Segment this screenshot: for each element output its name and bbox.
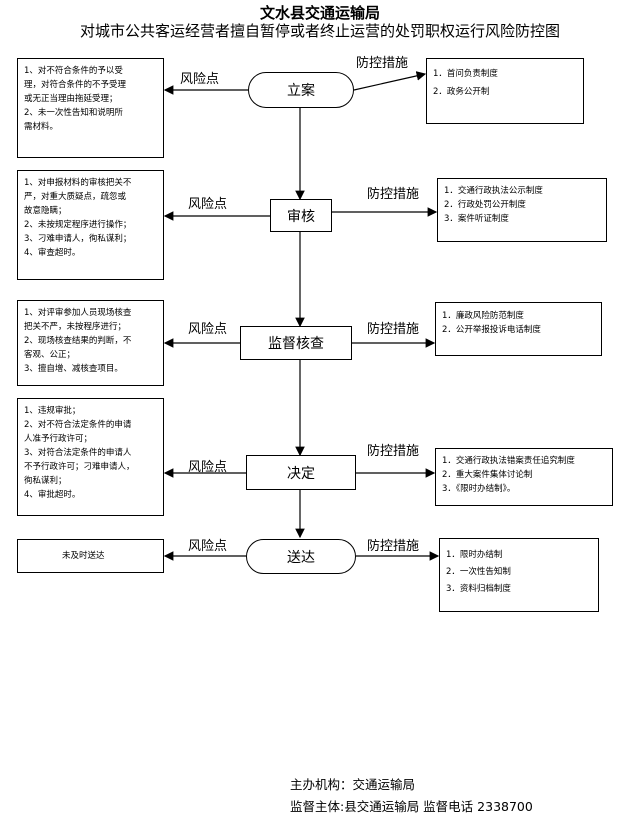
risk-label: 风险点 bbox=[180, 72, 220, 87]
risk-line: 2、对不符合法定条件的申请 bbox=[24, 420, 132, 430]
control-label: 防控措施 bbox=[356, 56, 409, 71]
risk-line: 不予行政许可；刁难申请人， bbox=[24, 462, 135, 472]
page-subtitle: 对城市公共客运经营者擅自暂停或者终止运营的处罚职权运行风险防控图 bbox=[79, 22, 560, 40]
control-line: 1．交通行政执法公示制度 bbox=[444, 186, 543, 196]
step-node-filing: 立案 bbox=[248, 72, 354, 108]
risk-box-inspection: 1、对评审参加人员现场核查 把关不严，未按程序进行； 2、现场核查结果的判断，不… bbox=[17, 300, 164, 386]
step-node-decision: 决定 bbox=[246, 455, 356, 490]
risk-line: 1、对评审参加人员现场核查 bbox=[24, 308, 132, 318]
risk-line: 未及时送达 bbox=[62, 551, 105, 561]
risk-line: 3、对符合法定条件的申请人 bbox=[24, 448, 132, 458]
risk-line: 2、未按规定程序进行操作； bbox=[24, 220, 132, 230]
risk-label: 风险点 bbox=[188, 197, 228, 212]
control-line: 2．政务公开制 bbox=[433, 87, 490, 97]
control-line: 1．交通行政执法错案责任追究制度 bbox=[442, 456, 575, 466]
risk-line: 或无正当理由拖延受理； bbox=[24, 94, 118, 104]
risk-label: 风险点 bbox=[188, 460, 228, 475]
risk-box-review: 1、对申报材料的审核把关不 严，对重大质疑点，疏忽或 故意隐瞒； 2、未按规定程… bbox=[17, 170, 164, 280]
control-box-inspection: 1．廉政风险防范制度 2．公开举报投诉电话制度 bbox=[435, 302, 602, 356]
control-label: 防控措施 bbox=[367, 539, 420, 554]
control-box-review: 1．交通行政执法公示制度 2．行政处罚公开制度 3．案件听证制度 bbox=[437, 178, 607, 242]
footer-supervisor: 监督主体:县交通运输局 监督电话 2338700 bbox=[290, 799, 533, 814]
risk-box-filing: 1、对不符合条件的予以受 理，对符合条件的不予受理 或无正当理由拖延受理； 2、… bbox=[17, 58, 164, 158]
risk-line: 3、擅自增、减核查项目。 bbox=[24, 364, 123, 374]
control-label: 防控措施 bbox=[367, 444, 420, 459]
control-box-filing: 1．首问负责制度 2．政务公开制 bbox=[426, 58, 584, 124]
control-line: 3．案件听证制度 bbox=[444, 214, 509, 224]
control-line: 2．行政处罚公开制度 bbox=[444, 200, 526, 210]
risk-line: 理，对符合条件的不予受理 bbox=[24, 80, 127, 90]
risk-line: 1、对不符合条件的予以受 bbox=[24, 66, 123, 76]
page-title: 文水县交通运输局 bbox=[259, 4, 380, 22]
control-box-decision: 1．交通行政执法错案责任追究制度 2．重大案件集体讨论制 3．《限时办结制》。 bbox=[435, 448, 613, 506]
risk-line: 人准予行政许可； bbox=[24, 434, 93, 444]
footer-organizer: 主办机构：交通运输局 bbox=[290, 777, 416, 792]
risk-line: 2、现场核查结果的判断，不 bbox=[24, 336, 132, 346]
control-label: 防控措施 bbox=[367, 322, 420, 337]
control-line: 2．重大案件集体讨论制 bbox=[442, 470, 533, 480]
risk-line: 1、对申报材料的审核把关不 bbox=[24, 178, 132, 188]
risk-line: 徇私谋利； bbox=[24, 476, 67, 486]
risk-line: 需材料。 bbox=[24, 122, 59, 132]
risk-line: 故意隐瞒； bbox=[24, 206, 67, 216]
step-node-inspection: 监督核查 bbox=[240, 326, 352, 360]
control-line: 2．一次性告知制 bbox=[446, 567, 511, 577]
control-line: 3．资料归档制度 bbox=[446, 584, 511, 594]
control-line: 1．限时办结制 bbox=[446, 550, 503, 560]
risk-line: 客观、公正； bbox=[24, 350, 76, 360]
risk-box-delivery: 未及时送达 bbox=[17, 539, 164, 573]
risk-label: 风险点 bbox=[188, 539, 228, 554]
control-line: 1．廉政风险防范制度 bbox=[442, 311, 524, 321]
step-node-delivery: 送达 bbox=[246, 539, 356, 574]
risk-line: 把关不严，未按程序进行； bbox=[24, 322, 127, 332]
risk-line: 4、审查超时。 bbox=[24, 248, 81, 258]
risk-label: 风险点 bbox=[188, 322, 228, 337]
control-line: 2．公开举报投诉电话制度 bbox=[442, 325, 541, 335]
risk-line: 4、审批超时。 bbox=[24, 490, 81, 500]
control-line: 3．《限时办结制》。 bbox=[442, 484, 516, 494]
control-label: 防控措施 bbox=[367, 187, 420, 202]
risk-line: 3、刁难申请人，徇私谋利； bbox=[24, 234, 132, 244]
risk-line: 1、违规审批； bbox=[24, 406, 81, 416]
risk-line: 2、未一次性告知和说明所 bbox=[24, 108, 123, 118]
risk-line: 严，对重大质疑点，疏忽或 bbox=[24, 192, 127, 202]
risk-box-decision: 1、违规审批； 2、对不符合法定条件的申请 人准予行政许可； 3、对符合法定条件… bbox=[17, 398, 164, 516]
control-line: 1．首问负责制度 bbox=[433, 69, 498, 79]
step-node-review: 审核 bbox=[270, 199, 332, 232]
control-box-delivery: 1．限时办结制 2．一次性告知制 3．资料归档制度 bbox=[439, 538, 599, 612]
